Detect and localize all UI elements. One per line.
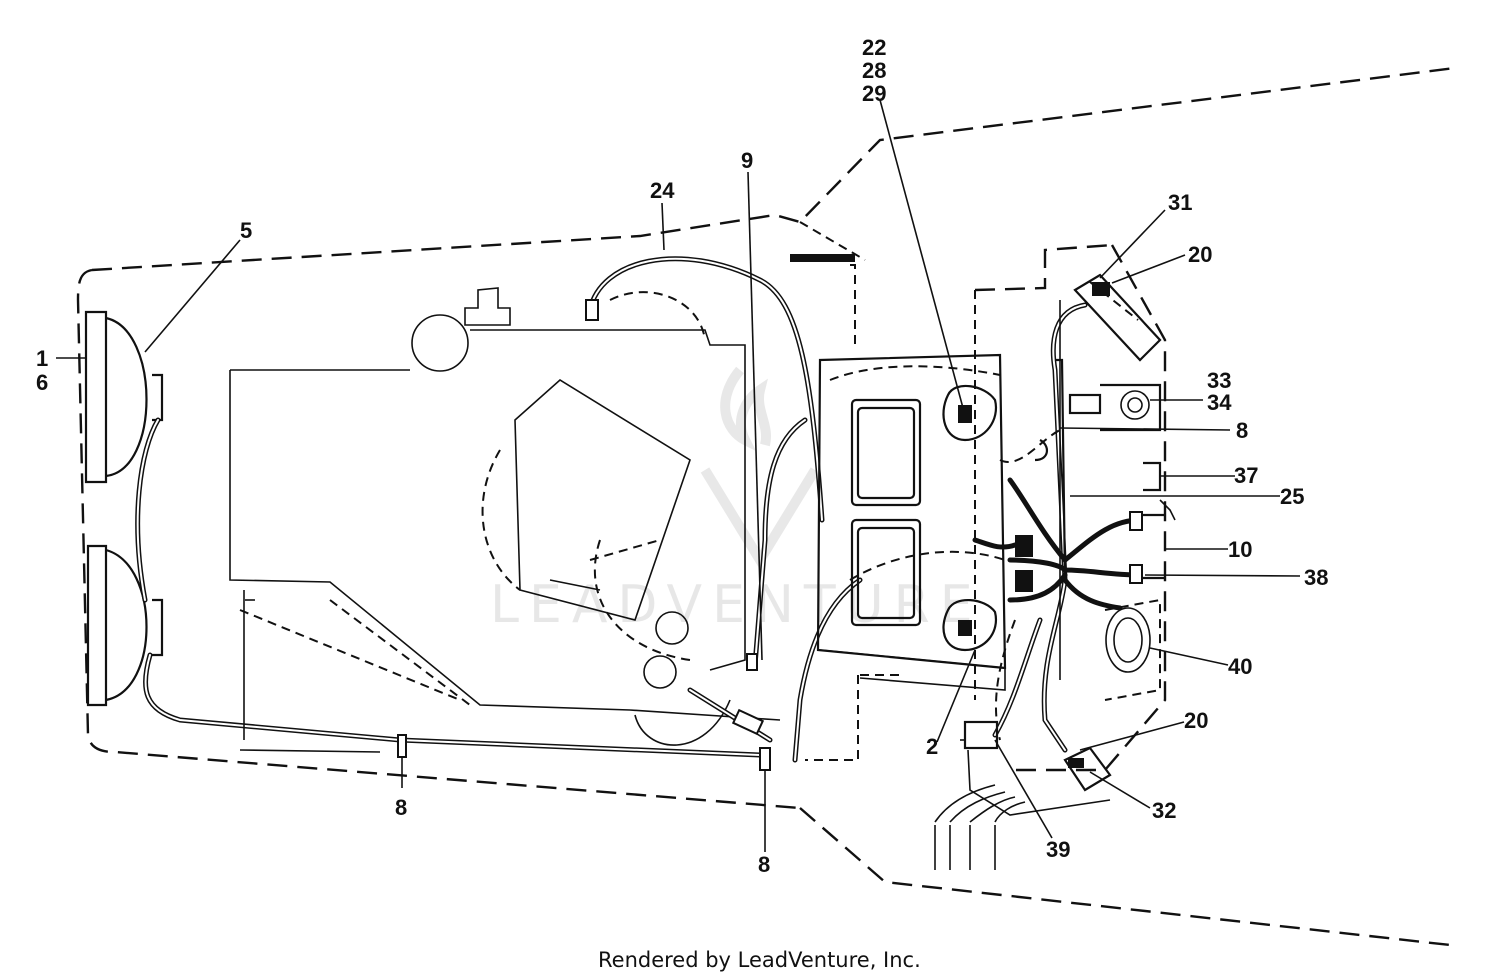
lower-right-parts	[805, 674, 1111, 870]
rear-harness	[687, 577, 863, 763]
callout-8-right: 8	[1236, 418, 1248, 443]
harness-25	[972, 300, 1176, 753]
headlight-upper	[84, 310, 164, 484]
callout-24: 24	[650, 178, 675, 203]
watermark-logo: LEADVENTURE	[490, 366, 973, 635]
engine-outline	[229, 287, 781, 746]
callout-39: 39	[1046, 837, 1070, 862]
headlight-lower	[86, 544, 164, 707]
leader-lines	[56, 99, 1301, 852]
callout-25: 25	[1280, 484, 1304, 509]
callout-34: 34	[1207, 390, 1232, 415]
callout-9: 9	[741, 148, 753, 173]
callout-38: 38	[1304, 565, 1328, 590]
callout-labels: 1 6 5 24 9 22 28 29 31 20 33 34 8 37 25 …	[36, 35, 1328, 877]
harness-24	[585, 256, 825, 523]
callout-8-bottom-left: 8	[395, 795, 407, 820]
callout-40: 40	[1228, 654, 1252, 679]
control-box	[790, 254, 1007, 691]
callout-2: 2	[926, 734, 938, 759]
chassis-outline	[76, 66, 1456, 947]
footer-credit: Rendered by LeadVenture, Inc.	[598, 948, 921, 972]
callout-33: 33	[1207, 368, 1231, 393]
callout-6: 6	[36, 370, 48, 395]
callout-8-bottom-center: 8	[758, 852, 770, 877]
callout-37: 37	[1234, 463, 1258, 488]
callout-22: 22	[862, 35, 886, 60]
callout-28: 28	[862, 58, 886, 83]
callout-5: 5	[240, 218, 252, 243]
callout-31: 31	[1168, 190, 1192, 215]
callout-10: 10	[1228, 537, 1252, 562]
callout-20-lower: 20	[1184, 708, 1208, 733]
callout-32: 32	[1152, 798, 1176, 823]
callout-1: 1	[36, 346, 48, 371]
harness-9	[746, 417, 808, 671]
callout-20-upper: 20	[1188, 242, 1212, 267]
callout-29: 29	[862, 81, 886, 106]
